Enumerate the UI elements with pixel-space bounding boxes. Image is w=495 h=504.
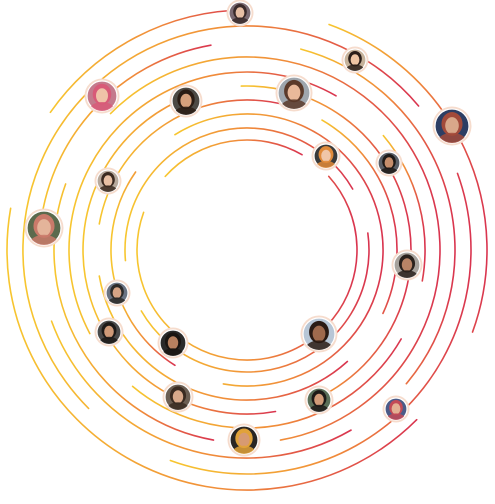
- avatar-right-mid: [391, 249, 423, 281]
- avatar-left-edge: [24, 208, 64, 248]
- orbit-ring-segment: [136, 175, 358, 361]
- avatar-group: [24, 0, 472, 457]
- orbit-ring-segment: [300, 48, 456, 385]
- avatar-upper-right-glasses: [341, 46, 369, 74]
- avatar-bottom-right-b: [382, 395, 410, 423]
- avatar-left-inner: [94, 167, 122, 195]
- orbit-rings: [6, 9, 488, 491]
- avatar-bottom: [227, 423, 261, 457]
- orbit-ring-segment: [6, 207, 418, 491]
- orbit-ring-segment: [382, 134, 426, 282]
- avatar-bottom-right-a: [304, 385, 334, 415]
- avatar-headphones-center: [275, 74, 313, 112]
- orbit-ring-segment: [49, 9, 248, 114]
- avatar-smiling-man: [169, 84, 203, 118]
- avatar-right-edge: [432, 106, 472, 146]
- avatar-lower-left-b: [94, 317, 124, 347]
- orbit-ring-segment: [174, 113, 384, 387]
- avatar-orange-hair: [311, 141, 341, 171]
- orbit-ring-segment: [68, 71, 337, 335]
- orbit-ring-segment: [110, 171, 176, 367]
- avatar-pink-hair: [84, 78, 120, 114]
- avatar-bottom-left: [162, 381, 194, 413]
- orbit-ring-segment: [82, 100, 277, 415]
- avatar-top: [226, 0, 254, 27]
- avatar-man-dark: [375, 149, 403, 177]
- orbit-ring-segment: [50, 320, 352, 459]
- orbit-ring-segment: [328, 23, 488, 333]
- orbit-ring-segment: [38, 44, 212, 244]
- avatar-laughing: [157, 327, 189, 359]
- orbit-ring-segment: [164, 139, 303, 178]
- orbit-ring-segment: [321, 119, 398, 315]
- avatar-curly-center: [300, 315, 338, 353]
- orbit-ring-segment: [109, 56, 441, 441]
- avatar-lower-left-a: [103, 279, 131, 307]
- orbit-ring-segment: [131, 338, 402, 429]
